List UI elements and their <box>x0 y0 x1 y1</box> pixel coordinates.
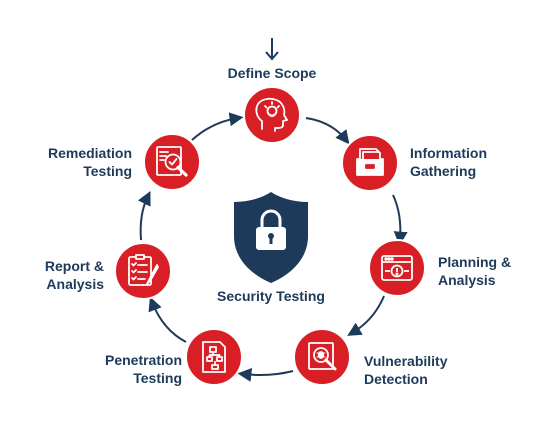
document-search-icon <box>156 146 188 177</box>
step-label-line2: Testing <box>133 370 182 386</box>
head-lightbulb-icon <box>255 97 288 132</box>
step-label-line2: Gathering <box>410 163 477 179</box>
step-label-line1: Report & <box>44 258 104 274</box>
step-label-line1: Vulnerability <box>364 353 448 369</box>
file-cabinet-icon <box>356 148 384 176</box>
center-title-text: Security Testing <box>217 288 325 304</box>
step-label-line2: Analysis <box>46 276 104 292</box>
step-label-line1: Planning & <box>438 254 512 270</box>
center-title: Security Testing <box>195 287 347 305</box>
arrow-scope-to-info <box>305 117 350 145</box>
arrow-vuln-to-pen <box>237 367 294 382</box>
padlock-icon <box>256 209 286 250</box>
step-information-gathering <box>341 134 399 192</box>
step-penetration-testing <box>185 328 243 386</box>
arrow-report-to-remediation <box>137 190 151 241</box>
flowchart-document-icon <box>202 341 226 373</box>
arrow-pen-to-report <box>148 296 187 343</box>
step-label-vulnerability-detection: Vulnerability Detection <box>364 352 448 388</box>
step-label-penetration-testing: Penetration Testing <box>72 351 182 387</box>
step-label-line1: Define Scope <box>227 65 317 81</box>
shield-icon <box>234 192 308 283</box>
step-label-report-analysis: Report & Analysis <box>20 257 104 293</box>
arrow-info-to-planning <box>392 194 408 246</box>
step-label-line2: Analysis <box>438 272 496 288</box>
step-report-analysis <box>114 242 172 300</box>
step-label-line1: Information <box>410 145 487 161</box>
step-label-line2: Detection <box>364 371 428 387</box>
step-planning-analysis <box>368 239 426 297</box>
step-label-line2: Testing <box>83 163 132 179</box>
step-label-line1: Remediation <box>47 145 132 161</box>
step-label-define-scope: Define Scope <box>208 64 336 82</box>
step-define-scope <box>243 86 301 144</box>
checklist-pen-icon <box>128 254 159 286</box>
step-remediation-testing <box>143 133 201 191</box>
browser-alert-icon <box>381 255 413 281</box>
step-label-information-gathering: Information Gathering <box>410 144 487 180</box>
step-label-line1: Penetration <box>104 352 182 368</box>
arrow-planning-to-vuln <box>347 295 385 336</box>
step-label-remediation-testing: Remediation Testing <box>16 144 132 180</box>
arrow-remediation-to-scope <box>191 112 244 141</box>
entry-arrow <box>265 38 279 61</box>
step-label-planning-analysis: Planning & Analysis <box>438 253 511 289</box>
bug-magnifier-icon <box>308 342 337 371</box>
step-vulnerability-detection <box>293 328 351 386</box>
cycle-arrows <box>137 112 408 382</box>
